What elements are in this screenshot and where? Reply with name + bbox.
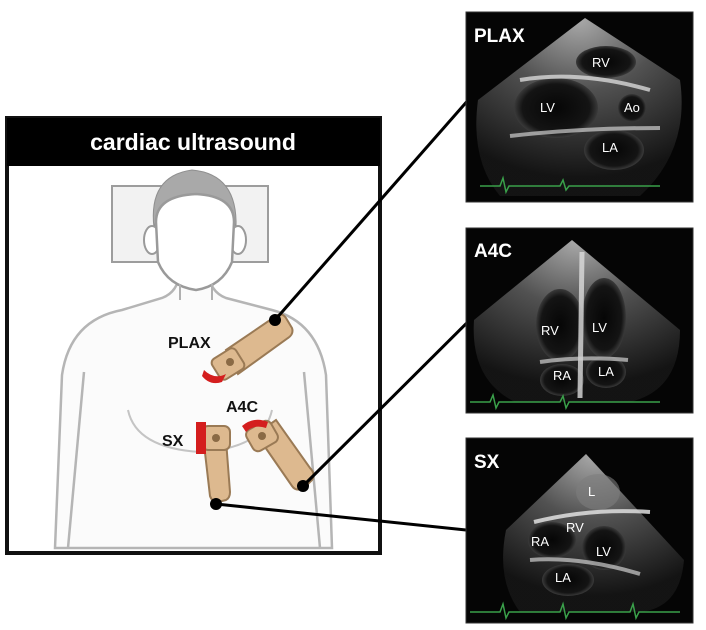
structure-a4c-lv: LV — [592, 320, 607, 335]
connector-line-plax — [273, 97, 472, 321]
structure-a4c-la: LA — [598, 364, 614, 379]
left-arm-line — [302, 371, 322, 549]
head — [154, 192, 236, 292]
panel-header-bar — [7, 118, 380, 166]
structure-plax-rv: RV — [592, 55, 610, 70]
probe-head-sx — [196, 422, 206, 454]
ultrasound-view-plax: PLAX RV LV Ao LA — [465, 11, 694, 203]
structure-plax-ao: Ao — [624, 100, 640, 115]
probe-sx — [196, 422, 232, 504]
view-title-sx: SX — [474, 452, 500, 473]
structure-sx-l: L — [588, 484, 595, 499]
structure-sx-ra: RA — [531, 534, 549, 549]
structure-plax-lv: LV — [540, 100, 555, 115]
right-arm-line — [66, 371, 86, 549]
probe-a4c — [242, 418, 315, 491]
structure-a4c-rv: RV — [541, 323, 559, 338]
view-title-plax: PLAX — [474, 26, 525, 47]
panel-title: cardiac ultrasound — [90, 129, 296, 155]
probe-label-a4c: A4C — [226, 399, 258, 416]
structure-a4c-ra: RA — [553, 368, 571, 383]
probe-label-plax: PLAX — [168, 335, 211, 352]
body-panel: cardiac ultrasound PLAX A4C SX — [5, 116, 382, 555]
ultrasound-view-sx: SX L RV RA LV LA — [465, 437, 694, 624]
probe-head-plax — [202, 370, 226, 384]
structure-sx-la: LA — [555, 570, 571, 585]
connector-line-sx — [215, 502, 467, 532]
neck — [179, 284, 213, 300]
view-title-a4c: A4C — [474, 241, 512, 262]
structure-sx-rv: RV — [566, 520, 584, 535]
structure-sx-lv: LV — [596, 544, 611, 559]
probe-head-a4c — [242, 419, 268, 432]
structure-plax-la: LA — [602, 140, 618, 155]
probe-label-sx: SX — [162, 433, 184, 450]
ultrasound-view-a4c: A4C RV LV RA LA — [465, 227, 694, 414]
